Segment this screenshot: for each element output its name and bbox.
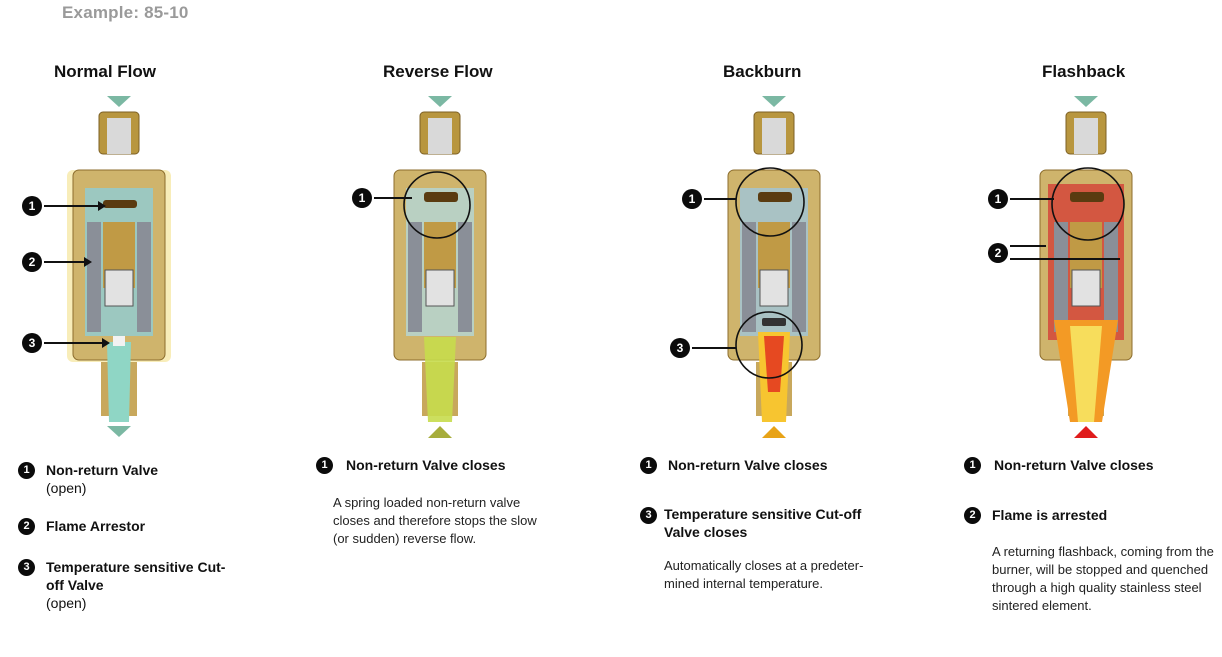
valve-illustration [67,92,171,444]
column-reverse-flow: Reverse Flow 1 1 Non-return Valve closes… [300,0,600,657]
legend-title: Non-return Valve closes [668,457,828,473]
up-arrow-icon [1074,426,1098,438]
valve-cutaway [67,96,171,437]
column-title: Flashback [1042,62,1126,81]
leader-arrow [44,338,110,348]
legend-badge: 2 [18,518,35,535]
legend-badge: 1 [18,462,35,479]
column-normal-flow: Normal Flow 1 2 3 1 Non-return Valv [0,0,300,657]
column-title: Backburn [723,62,802,81]
down-arrow-icon [107,96,131,107]
highlight-circle [403,171,471,239]
valve-illustration [727,92,821,444]
legend-badge: 3 [18,559,35,576]
up-arrow-icon [762,426,786,438]
example-label: Example: 85-10 [62,3,189,22]
highlight-circle [735,167,805,237]
legend-title: Flame Arrestor [46,518,146,534]
legend-title: Non-return Valve closes [994,457,1154,473]
legend-badge: 1 [316,457,333,474]
legend-title: Non-return Valve closes [346,457,506,473]
leader-arrow [44,201,106,211]
legend-description: A returning flashback, coming from the b… [992,544,1214,613]
leader-line [704,198,736,200]
callout-badge: 3 [670,338,690,358]
callout-badge: 1 [988,189,1008,209]
valve-cutaway [1039,96,1133,438]
down-arrow-icon [107,426,131,437]
valve-illustration [393,92,487,444]
legend-badge: 1 [964,457,981,474]
leader-arrow [44,257,92,267]
legend-sub: (open) [46,595,87,611]
legend-description: Automatically closes at a predeter-mined… [664,558,864,591]
highlight-circle [1051,167,1125,241]
column-title: Reverse Flow [383,62,493,81]
legend-description: A spring loaded non-return valve closes … [333,495,537,546]
down-arrow-icon [762,96,786,107]
leader-lines [1010,245,1120,260]
down-arrow-icon [1074,96,1098,107]
down-arrow-icon [428,96,452,107]
valve-cutaway [393,96,487,438]
leader-line [1010,198,1054,200]
column-flashback: Flashback 1 2 1 Non-return Valve closes [940,0,1222,657]
valve-illustration [1039,92,1133,444]
legend-badge: 2 [964,507,981,524]
column-title: Normal Flow [54,62,157,81]
callout-badge: 2 [988,243,1008,263]
column-backburn: Backburn 1 3 1 Non-return [620,0,920,657]
legend-sub: (open) [46,480,87,496]
legend-title: Temperature sensitive Cut-off Valve [46,559,226,593]
leader-line [692,347,736,349]
legend-badge: 1 [640,457,657,474]
leader-line [374,197,412,199]
valve-cutaway [727,96,821,438]
callout-badge: 1 [352,188,372,208]
legend-title: Temperature sensitive Cut-off Valve clos… [664,506,862,540]
callout-badge: 1 [22,196,42,216]
callout-badge: 1 [682,189,702,209]
legend-title: Non-return Valve [46,462,159,478]
up-arrow-icon [428,426,452,438]
legend-badge: 3 [640,507,657,524]
legend-title: Flame is arrested [992,507,1108,523]
highlight-circle [735,311,803,379]
callout-badge: 3 [22,333,42,353]
callout-badge: 2 [22,252,42,272]
